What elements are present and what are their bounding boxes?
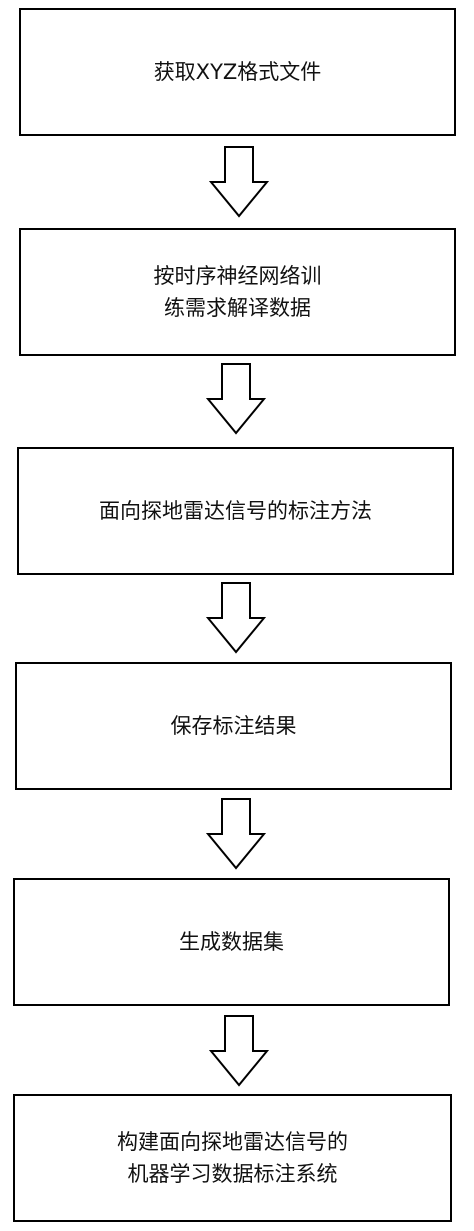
flow-step-3-label: 面向探地雷达信号的标注方法 bbox=[99, 499, 372, 523]
flow-step-1-box: 获取XYZ格式文件 bbox=[19, 8, 456, 136]
flow-step-4-label: 保存标注结果 bbox=[170, 714, 297, 738]
flow-step-2-label: 按时序神经网络训 练需求解译数据 bbox=[153, 264, 322, 320]
down-arrow-icon-shape bbox=[209, 146, 269, 218]
down-arrow-icon-shape bbox=[206, 582, 266, 654]
down-arrow-icon bbox=[206, 582, 266, 654]
down-arrow-icon-shape bbox=[206, 798, 266, 870]
down-arrow-icon-shape bbox=[209, 1015, 269, 1087]
down-arrow-icon bbox=[206, 363, 266, 435]
flow-step-3-box: 面向探地雷达信号的标注方法 bbox=[17, 447, 454, 575]
flow-step-6-label: 构建面向探地雷达信号的 机器学习数据标注系统 bbox=[117, 1130, 348, 1186]
flow-step-1-label: 获取XYZ格式文件 bbox=[153, 60, 322, 84]
flow-step-4-box: 保存标注结果 bbox=[15, 662, 452, 790]
flow-step-6-box: 构建面向探地雷达信号的 机器学习数据标注系统 bbox=[13, 1094, 452, 1222]
down-arrow-icon bbox=[209, 1015, 269, 1087]
down-arrow-icon bbox=[209, 146, 269, 218]
down-arrow-icon bbox=[206, 798, 266, 870]
down-arrow-icon-shape bbox=[206, 363, 266, 435]
flow-step-5-label: 生成数据集 bbox=[179, 930, 284, 954]
flow-step-5-box: 生成数据集 bbox=[13, 878, 450, 1006]
flow-step-2-box: 按时序神经网络训 练需求解译数据 bbox=[19, 228, 456, 356]
